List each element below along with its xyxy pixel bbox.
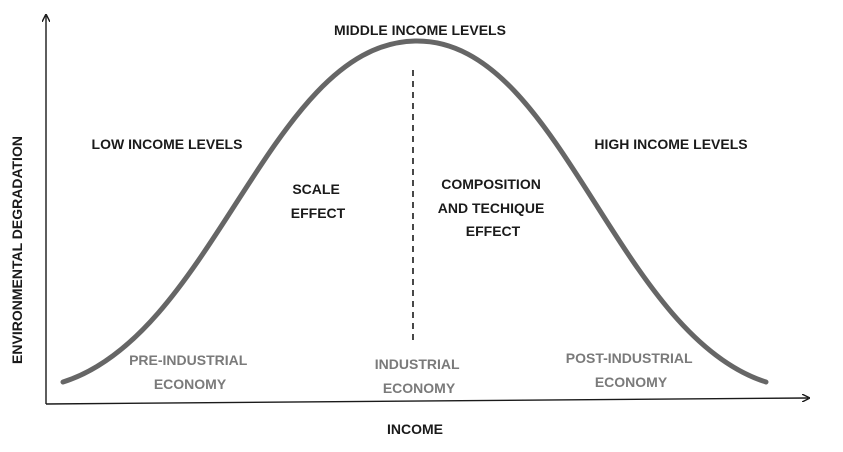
pre-industrial-line-2: ECONOMY — [154, 376, 227, 392]
pre-industrial-line-1: PRE-INDUSTRIAL — [129, 352, 248, 368]
low-income-label: LOW INCOME LEVELS — [92, 136, 243, 152]
middle-income-label: MIDDLE INCOME LEVELS — [334, 22, 506, 38]
industrial-line-2: ECONOMY — [383, 380, 456, 396]
post-industrial-line-2: ECONOMY — [595, 374, 668, 390]
x-axis — [45, 398, 808, 405]
composition-effect-line-3: EFFECT — [466, 223, 521, 239]
scale-effect-line-2: EFFECT — [291, 205, 346, 221]
composition-effect-line-1: COMPOSITION — [441, 176, 541, 192]
y-axis-label: ENVIRONMENTAL DEGRADATION — [9, 136, 25, 364]
kuznets-curve — [60, 38, 769, 385]
post-industrial-line-1: POST-INDUSTRIAL — [566, 350, 693, 366]
post-industrial-label: POST-INDUSTRIAL ECONOMY — [566, 350, 696, 390]
industrial-line-1: INDUSTRIAL — [375, 356, 460, 372]
pre-industrial-label: PRE-INDUSTRIAL ECONOMY — [129, 352, 251, 392]
high-income-label: HIGH INCOME LEVELS — [594, 136, 747, 152]
composition-effect-label: COMPOSITION AND TECHIQUE EFFECT — [438, 176, 548, 239]
x-axis-label: INCOME — [387, 421, 443, 437]
scale-effect-line-1: SCALE — [292, 181, 339, 197]
scale-effect-label: SCALE EFFECT — [291, 181, 346, 221]
industrial-label: INDUSTRIAL ECONOMY — [375, 356, 463, 396]
composition-effect-line-2: AND TECHIQUE — [438, 200, 545, 216]
